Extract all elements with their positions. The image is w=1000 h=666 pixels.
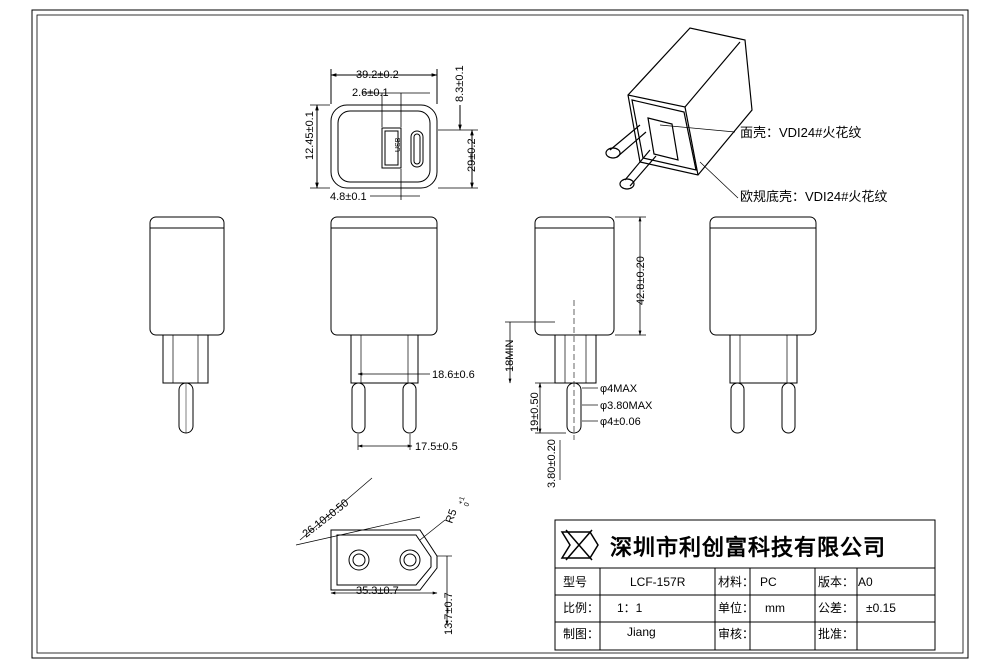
dim-radius: R5 (444, 508, 460, 525)
front-view (330, 216, 438, 450)
dim-bottom-height: 13.7±0.7 (443, 592, 455, 635)
version-label: 版本： (818, 575, 854, 589)
dim-height-12: 12.45±0.1 (304, 111, 316, 160)
title-block (554, 519, 936, 651)
check-label: 审核： (718, 626, 754, 641)
inner-border (36, 14, 964, 654)
company-logo (560, 529, 599, 561)
company-name: 深圳市利创富科技有限公司 (610, 535, 886, 560)
dim-width-39: 39.2±0.2 (356, 69, 399, 81)
side-view-labels: 42.8±0.20 18MIN 19±0.50 3.80±0.20 φ4MAX … (504, 256, 653, 488)
dim-pin-tip: 3.80±0.20 (546, 439, 558, 488)
dim-pin-width: 18.6±0.6 (432, 369, 475, 381)
dim-bottom-width: 35.3±0.7 (356, 585, 399, 597)
model-label: 型号 (563, 575, 587, 589)
drawn-value: Jiang (627, 625, 656, 639)
front-view-labels: 18.6±0.6 17.5±0.5 (415, 369, 475, 453)
dim-phi-4: φ4±0.06 (600, 416, 641, 428)
drawn-label: 制图： (563, 627, 599, 641)
dim-usb-offset: 2.6±0.1 (352, 87, 389, 99)
model-value: LCF-157R (630, 575, 686, 589)
tolerance-label: 公差： (818, 601, 854, 615)
approve-label: 批准： (818, 626, 854, 641)
unit-value: mm (765, 601, 785, 615)
tolerance-value: ±0.15 (866, 601, 896, 615)
bottom-shell-note: 欧规底壳：VDI24#火花纹 (740, 189, 887, 204)
dim-diagonal: 26.10±0.50 (300, 497, 351, 540)
dim-8-3: 8.3±0.1 (454, 65, 466, 102)
material-value: PC (760, 575, 777, 589)
iso-view (605, 27, 753, 199)
dim-bottom-4-8: 4.8±0.1 (330, 191, 367, 203)
top-view-labels: 39.2±0.2 2.6±0.1 4.8±0.1 12.45±0.1 8.3±0… (304, 65, 478, 203)
dim-phi-4max: φ4MAX (600, 383, 638, 395)
dim-body-height: 42.8±0.20 (635, 256, 647, 305)
dim-radius-tol-bot: 0 (463, 502, 471, 508)
side-view-right (709, 216, 817, 434)
side-view-left (149, 216, 225, 434)
scale-value: 1：1 (617, 601, 643, 615)
usb-port-label: USB (395, 137, 402, 152)
dim-pin-length: 19±0.50 (529, 392, 541, 432)
dim-18min: 18MIN (504, 340, 516, 372)
top-view (310, 69, 478, 200)
version-value: A0 (858, 575, 873, 589)
dim-pin-pitch: 17.5±0.5 (415, 441, 458, 453)
dim-29: 29±0.2 (466, 138, 478, 172)
outer-border (31, 9, 969, 659)
side-view-dimensioned (505, 216, 646, 480)
bottom-view-labels: 26.10±0.50 35.3±0.7 13.7±0.7 R5 +1 0 (300, 496, 471, 635)
iso-labels: 面壳：VDI24#火花纹 欧规底壳：VDI24#火花纹 (740, 125, 887, 204)
material-label: 材料： (718, 575, 754, 589)
scale-label: 比例： (563, 601, 599, 615)
face-shell-note: 面壳：VDI24#火花纹 (740, 125, 861, 140)
unit-label: 单位： (718, 600, 754, 615)
dim-phi-3-8max: φ3.80MAX (600, 400, 653, 412)
dim-radius-tol-top: +1 (457, 496, 466, 506)
bottom-view (295, 477, 452, 626)
title-block-text: 深圳市利创富科技有限公司 型号 LCF-157R 材料： PC 版本： A0 比… (563, 535, 896, 641)
